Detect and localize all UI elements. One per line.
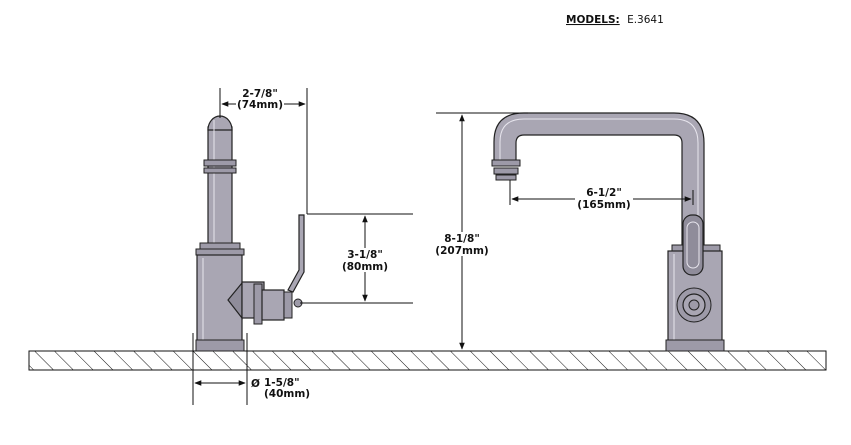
front-view-faucet: [491, 112, 725, 352]
dim-spout-reach-imperial: 6-1/2": [586, 187, 622, 199]
dim-handle-height: 3-1/8" (80mm): [300, 213, 413, 304]
dim-spout-offset-metric: (74mm): [237, 99, 283, 111]
side-view-faucet: [195, 115, 305, 352]
dim-handle-height-imperial: 3-1/8": [347, 249, 383, 261]
dim-base-diameter: Ø 1-5/8" (40mm): [192, 333, 310, 405]
dim-overall-height-metric: (207mm): [435, 245, 488, 257]
models-label: MODELS:: [566, 14, 620, 26]
dim-overall-height: 8-1/8" (207mm): [435, 112, 528, 350]
dim-handle-height-metric: (80mm): [342, 261, 388, 273]
models-value: E.3641: [627, 14, 664, 26]
dim-base-diameter-symbol: Ø: [251, 378, 260, 390]
counter-surface: [28, 350, 827, 371]
dim-base-diameter-imperial: 1-5/8": [264, 377, 300, 389]
dim-base-diameter-metric: (40mm): [264, 388, 310, 400]
dim-spout-offset: 2-7/8" (74mm): [219, 88, 308, 214]
dim-spout-reach-metric: (165mm): [577, 199, 630, 211]
dim-overall-height-imperial: 8-1/8": [444, 233, 480, 245]
dim-spout-offset-imperial: 2-7/8": [242, 88, 278, 100]
dim-spout-reach: 6-1/2" (165mm): [509, 180, 694, 211]
models-text: MODELS: E.3641: [566, 14, 664, 26]
